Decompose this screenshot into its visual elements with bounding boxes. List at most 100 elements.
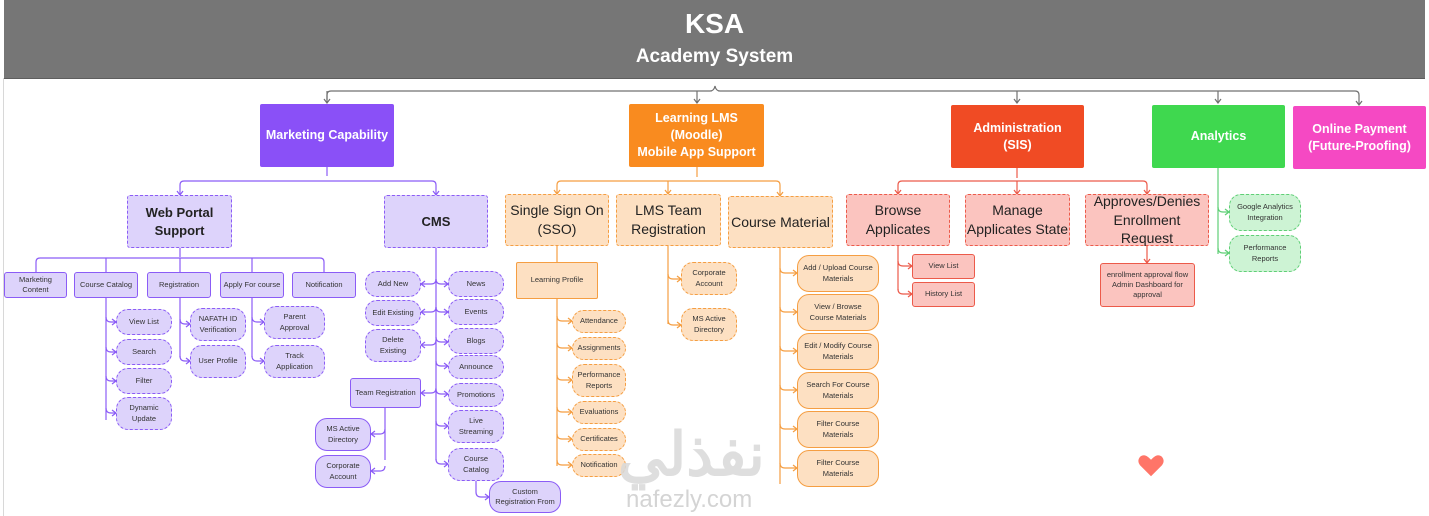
arrow-head [1214,98,1222,104]
node-view-browse-material[interactable]: View / Browse Course Materials [797,294,879,331]
node-web-portal-support[interactable]: Web Portal Support [127,195,232,248]
watermark-latin: nafezly.com [626,486,753,513]
node-view-list[interactable]: View List [116,309,172,335]
arrow-head [1013,98,1021,104]
connector [371,428,386,435]
connector [897,168,1148,194]
node-delete-existing[interactable]: Delete Existing [365,329,421,362]
node-announce[interactable]: Announce [448,355,504,379]
node-marketing-capability[interactable]: Marketing Capability [260,104,394,167]
connector [105,407,116,414]
connector [556,374,572,381]
connector [179,318,190,325]
arrow-head [370,430,376,438]
arrow-head [370,467,376,475]
connector [897,288,912,295]
connector [779,345,797,352]
connector [251,316,264,323]
node-team-registration[interactable]: Team Registration [350,378,421,408]
node-analytics[interactable]: Analytics [1152,105,1285,168]
node-google-analytics[interactable]: Google Analytics Integration [1229,194,1301,231]
connector [556,459,572,466]
node-blogs[interactable]: Blogs [448,328,504,354]
node-course-catalog[interactable]: Course Catalog [74,272,138,298]
node-learning-profile[interactable]: Learning Profile [516,262,598,299]
diagram-header: KSA Academy System [4,0,1425,79]
node-filter-material[interactable]: Filter Course Materials [797,411,879,448]
node-apply-for-course[interactable]: Apply For course [220,272,284,298]
node-lms-corporate-account[interactable]: Corporate Account [681,262,737,295]
connector [435,336,448,343]
node-dynamic-update[interactable]: Dynamic Update [116,397,172,430]
node-performance-reports[interactable]: Performance Reports [572,364,626,397]
node-course-material[interactable]: Course Material [728,196,833,248]
node-promotions[interactable]: Promotions [448,383,504,407]
arrow-head [420,389,426,397]
node-parent-approval[interactable]: Parent Approval [264,306,325,339]
node-live-streaming[interactable]: Live Streaming [448,410,504,443]
node-learning-lms[interactable]: Learning LMS (Moodle) Mobile App Support [629,104,764,167]
node-edit-existing[interactable]: Edit Existing [365,300,421,326]
connector [667,319,681,326]
node-assignments[interactable]: Assignments [572,337,626,360]
node-add-upload-material[interactable]: Add / Upload Course Materials [797,255,879,292]
node-approves-denies-enrollment[interactable]: Approves/Denies Enrollment Request [1085,193,1209,246]
connector [179,355,190,362]
heart-icon[interactable] [1136,452,1166,480]
node-marketing-content[interactable]: Marketing Content [4,272,67,298]
frame-border [3,78,4,516]
node-administration[interactable]: Administration (SIS) [951,105,1084,168]
node-browse-applicates[interactable]: Browse Applicates [846,194,950,246]
node-lms-ms-active-directory[interactable]: MS Active Directory [681,308,737,341]
node-registration[interactable]: Registration [147,272,211,298]
node-single-sign-on[interactable]: Single Sign On (SSO) [505,194,609,246]
diagram-subtitle: Academy System [635,46,794,67]
node-track-application[interactable]: Track Application [264,345,325,378]
arrow-head [1355,100,1363,106]
node-search[interactable]: Search [116,339,172,365]
connector [556,433,572,440]
connector [105,375,116,382]
connector [1217,206,1229,213]
arrow-head [323,98,331,104]
connector [779,306,797,313]
node-certificates[interactable]: Certificates [572,428,626,451]
node-nafath-verification[interactable]: NAFATH ID Verification [190,308,246,341]
node-user-profile[interactable]: User Profile [190,345,246,378]
connector [371,465,386,472]
node-attendance[interactable]: Attendance [572,310,626,333]
node-news[interactable]: News [448,271,504,297]
connector [435,420,448,427]
arrow-head [420,280,426,288]
node-enrollment-approval-flow[interactable]: enrollment approval flow Admin Dashboard… [1100,263,1195,307]
node-corporate-account[interactable]: Corporate Account [315,455,371,488]
node-notification[interactable]: Notification [292,272,356,298]
node-lms-team-registration[interactable]: LMS Team Registration [616,194,721,246]
node-online-payment[interactable]: Online Payment (Future-Proofing) [1293,106,1426,169]
node-cms-course-catalog[interactable]: Course Catalog [448,448,504,481]
arrow-head [693,98,701,104]
node-filter[interactable]: Filter [116,368,172,394]
node-lms-notification[interactable]: Notification [572,454,626,477]
connector [421,278,437,285]
node-evaluations[interactable]: Evaluations [572,401,626,424]
node-cms[interactable]: CMS [384,195,488,248]
node-search-material[interactable]: Search For Course Materials [797,372,879,409]
node-custom-registration-form[interactable]: Custom Registration From [489,481,561,513]
node-history-list[interactable]: History List [912,282,975,307]
node-add-new[interactable]: Add New [365,271,421,297]
node-edit-modify-material[interactable]: Edit / Modify Course Materials [797,333,879,370]
node-filter-material-2[interactable]: Filter Course Materials [797,450,879,487]
connector [421,339,437,346]
connector [556,406,572,413]
diagram-title: KSA [684,8,745,39]
watermark-arabic: نفذلي [618,421,765,488]
node-admin-view-list[interactable]: View List [912,254,975,279]
node-manage-applicates-state[interactable]: Manage Applicates State [965,194,1070,246]
node-ms-active-directory[interactable]: MS Active Directory [315,418,371,451]
connector [556,342,572,349]
node-events[interactable]: Events [448,299,504,325]
node-performance-reports-analytics[interactable]: Performance Reports [1229,235,1301,272]
